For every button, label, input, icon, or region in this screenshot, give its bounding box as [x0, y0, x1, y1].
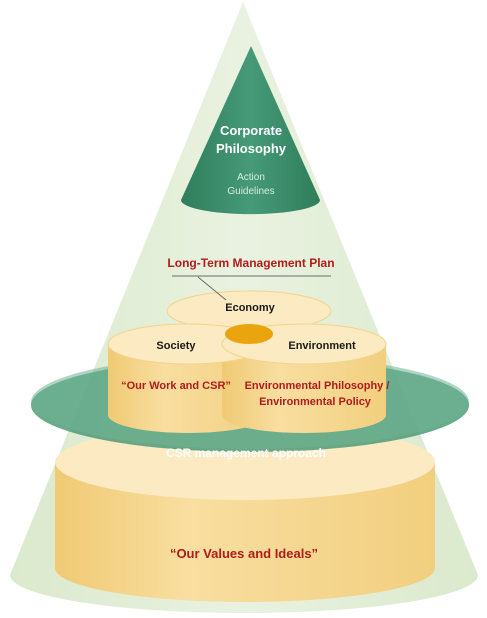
plan-pointer — [197, 276, 227, 301]
plan-label: Long-Term Management Plan — [167, 256, 334, 270]
environment-cylinder — [222, 344, 386, 433]
values-cylinder — [55, 462, 435, 602]
economy-label: Economy — [225, 302, 275, 314]
values-label: “Our Values and Ideals” — [170, 546, 318, 561]
action-guidelines-line1: Action — [237, 172, 265, 183]
core-intersection — [225, 324, 273, 344]
csr-label: CSR management approach — [166, 446, 326, 460]
environment-label: Environment — [288, 340, 356, 352]
philosophy-title-line1: Corporate — [220, 123, 282, 138]
action-guidelines-line2: Guidelines — [227, 186, 274, 197]
philosophy-title-line2: Philosophy — [216, 141, 287, 156]
env-policy-line2: Environmental Policy — [259, 396, 372, 408]
philosophy-cone — [181, 46, 320, 215]
work-csr-label: “Our Work and CSR” — [121, 380, 231, 392]
society-label: Society — [156, 340, 196, 352]
env-policy-line1: Environmental Philosophy / — [245, 380, 390, 392]
